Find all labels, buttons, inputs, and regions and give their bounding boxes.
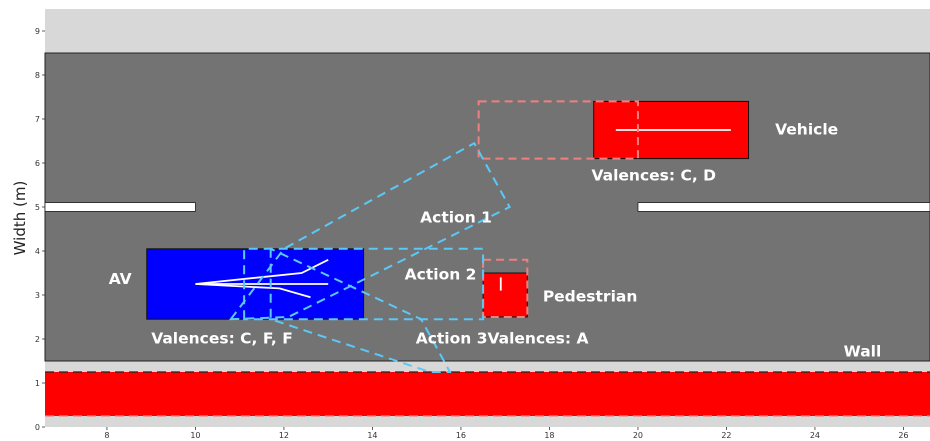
y-tick-label-0: 0	[35, 423, 40, 432]
y-tick-label-3: 3	[35, 291, 40, 300]
action-2-label: Action 2	[405, 266, 477, 284]
x-tick-label-10: 10	[190, 431, 200, 440]
lane-marking-2	[637, 202, 930, 212]
pedestrian-body	[482, 272, 528, 318]
x-tick-label-22: 22	[721, 431, 731, 440]
vehicle-valences: Valences: C, D	[591, 167, 716, 185]
x-tick-label-8: 8	[104, 431, 109, 440]
action-1-label: Action 1	[420, 208, 492, 226]
y-tick-label-2: 2	[35, 335, 40, 344]
wall	[45, 372, 930, 416]
y-tick-label-8: 8	[35, 71, 40, 80]
y-tick-label-9: 9	[35, 27, 40, 36]
action-1-region	[228, 141, 512, 321]
av-valences: Valences: C, F, F	[151, 329, 293, 347]
x-tick-label-26: 26	[898, 431, 908, 440]
label-layer: AV Valences: C, F, F Action 1 Action 2 Actio…	[109, 120, 882, 360]
pedestrian-label: Pedestrian	[543, 288, 638, 306]
trajectory-layer	[195, 129, 731, 299]
wall-label: Wall	[844, 343, 882, 361]
y-tick-label-4: 4	[35, 247, 40, 256]
av-trajectory-3	[195, 283, 311, 299]
overlay-layer	[228, 100, 639, 373]
y-tick-label-6: 6	[35, 159, 40, 168]
x-tick-label-16: 16	[456, 431, 466, 440]
x-tick-label-20: 20	[633, 431, 643, 440]
x-tick-label-18: 18	[544, 431, 554, 440]
y-tick-label-5: 5	[35, 203, 40, 212]
y-tick-label-7: 7	[35, 115, 40, 124]
x-tick-label-24: 24	[810, 431, 820, 440]
av-trajectory-2	[195, 258, 329, 285]
y-tick-label-1: 1	[35, 379, 40, 388]
action-3-region	[269, 247, 452, 373]
x-tick-label-12: 12	[279, 431, 289, 440]
x-tick-label-14: 14	[367, 431, 377, 440]
y-axis-label: Width (m)	[11, 181, 29, 256]
vehicle-label: Vehicle	[775, 120, 838, 138]
valence-box-2	[477, 100, 639, 160]
action-3-label: Action 3	[416, 329, 488, 347]
action-2-region	[243, 247, 485, 321]
pedestrian-valences: Valences: A	[488, 329, 589, 347]
av-label: AV	[109, 270, 132, 288]
lane-marking-1	[44, 202, 196, 212]
